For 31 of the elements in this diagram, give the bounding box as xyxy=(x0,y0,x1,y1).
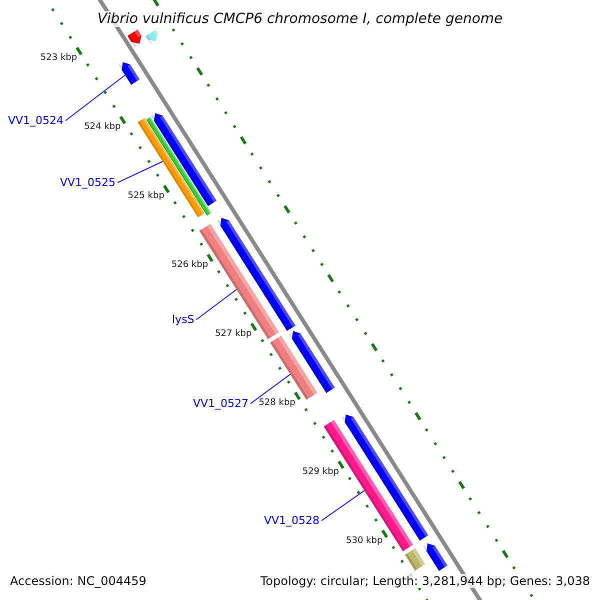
gene-label: VV1_0525 xyxy=(60,176,116,190)
gene-bar xyxy=(270,336,318,400)
gene-feature xyxy=(288,331,335,393)
gene-bar xyxy=(146,117,212,216)
gene-feature xyxy=(217,218,296,331)
scale-label: 526 kbp xyxy=(171,260,208,271)
gene-label: VV1_0527 xyxy=(193,397,249,410)
leader-line xyxy=(321,490,365,522)
gene-feature xyxy=(150,113,216,206)
genome-info-text: Topology: circular; Length: 3,281,944 bp; Genes: 3,038 xyxy=(260,574,590,588)
scale-label: 528 kbp xyxy=(258,398,296,409)
gene-label: VV1_0528 xyxy=(264,514,320,528)
leader-line xyxy=(65,74,126,122)
scale-label: 529 kbp xyxy=(302,466,340,478)
gene-feature xyxy=(118,62,140,85)
gene-feature xyxy=(128,30,142,47)
scale-label: 523 kbp xyxy=(40,53,78,64)
gene-feature xyxy=(145,30,158,44)
accession-text: Accession: NC_004459 xyxy=(10,574,146,588)
gene-label: VV1_0524 xyxy=(8,114,64,128)
leader-line xyxy=(117,161,164,184)
gene-feature xyxy=(423,543,448,571)
gene-label: lysS xyxy=(172,313,194,326)
gene-bar xyxy=(324,420,413,552)
leader-line xyxy=(196,289,238,320)
leader-line xyxy=(250,374,291,404)
scale-label: 524 kbp xyxy=(84,122,121,133)
scale-label: 525 kbp xyxy=(128,191,164,202)
scale-label: 530 kbp xyxy=(346,536,383,547)
gene-bar xyxy=(405,548,426,571)
scale-label: 527 kbp xyxy=(215,328,252,340)
